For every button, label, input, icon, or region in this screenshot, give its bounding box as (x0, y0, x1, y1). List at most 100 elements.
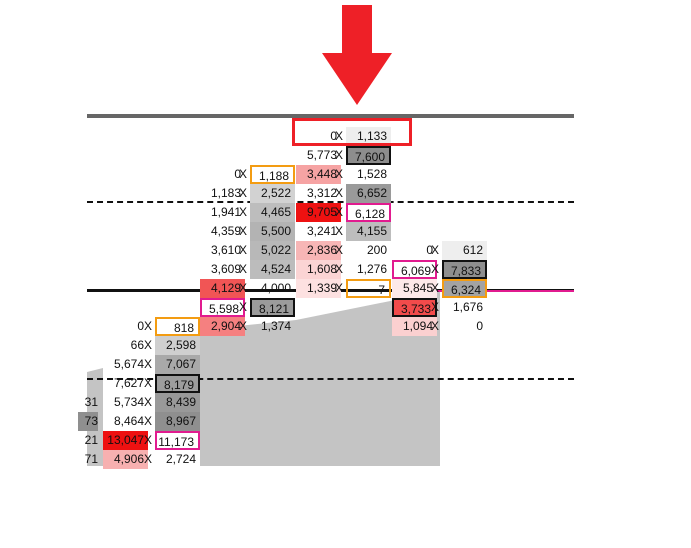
separator-x: X (334, 205, 343, 219)
partial-left-cell: 31 (84, 395, 98, 409)
separator-x: X (143, 414, 152, 428)
bid-cell: 5,773 (306, 148, 337, 162)
bid-cell: 5,674 (113, 357, 144, 371)
separator-x: X (238, 281, 247, 295)
separator-x: X (143, 357, 152, 371)
ask-cell: 8,179 (155, 374, 200, 393)
separator-x: X (238, 300, 247, 314)
ask-cell: 1,276 (356, 262, 387, 276)
ask-cell: 6,128 (346, 203, 391, 222)
separator-x: X (334, 224, 343, 238)
separator-x: X (334, 129, 343, 143)
separator-x: X (430, 300, 439, 314)
separator-x: X (238, 262, 247, 276)
ask-cell: 1,133 (346, 127, 391, 146)
bid-cell: 0 (426, 243, 433, 257)
bid-cell: 5,598 (200, 298, 245, 317)
separator-x: X (334, 262, 343, 276)
ask-cell: 200 (366, 243, 387, 257)
arrow-down-icon (322, 5, 392, 105)
bid-cell: 4,359 (210, 224, 241, 238)
bid-cell: 6,069 (392, 260, 437, 279)
separator-x: X (430, 281, 439, 295)
bid-cell: 13,047 (103, 431, 148, 450)
bid-cell: 3,312 (306, 186, 337, 200)
ask-cell: 5,500 (250, 222, 295, 241)
separator-x: X (430, 243, 439, 257)
ask-cell: 1,528 (356, 167, 387, 181)
separator-x: X (143, 319, 152, 333)
bid-cell: 2,904 (200, 317, 245, 336)
ask-cell: 7,067 (155, 355, 200, 374)
ask-cell: 4,465 (250, 203, 295, 222)
ask-cell: 5,022 (250, 241, 295, 260)
ask-cell: 4,155 (346, 222, 391, 241)
separator-x: X (334, 167, 343, 181)
separator-x: X (238, 205, 247, 219)
ask-cell: 612 (442, 241, 487, 260)
ask-cell: 1,374 (260, 319, 291, 333)
dashed-line-upper (87, 201, 574, 203)
ask-cell: 6,324 (442, 279, 487, 298)
separator-x: X (238, 243, 247, 257)
bid-cell: 1,183 (210, 186, 241, 200)
bid-cell: 66 (130, 338, 144, 352)
bid-cell: 4,906 (103, 450, 148, 469)
ask-cell: 0 (476, 319, 483, 333)
ask-cell: 11,173 (155, 431, 200, 450)
bid-cell: 3,733 (392, 298, 437, 317)
ask-cell: 7,833 (442, 260, 487, 279)
ask-cell: 2,724 (165, 452, 196, 466)
ask-cell: 7 (346, 279, 391, 298)
partial-left-cell: 73 (78, 412, 98, 431)
separator-x: X (143, 376, 152, 390)
bid-cell: 4,129 (200, 279, 245, 298)
bid-cell: 9,705 (296, 203, 341, 222)
bid-cell: 5,734 (113, 395, 144, 409)
bid-cell: 0 (234, 167, 241, 181)
ask-cell: 2,522 (250, 184, 295, 203)
ask-cell: 2,598 (155, 336, 200, 355)
partial-left-cell: 71 (84, 452, 98, 466)
separator-x: X (143, 452, 152, 466)
ask-cell: 1,676 (452, 300, 483, 314)
ask-cell: 8,439 (155, 393, 200, 412)
bid-cell: 1,094 (392, 317, 437, 336)
ask-cell: 818 (155, 317, 200, 336)
bid-cell: 3,609 (210, 262, 241, 276)
partial-left-cell: 21 (84, 433, 98, 447)
price-top-line (87, 114, 574, 118)
separator-x: X (334, 148, 343, 162)
separator-x: X (334, 243, 343, 257)
bid-cell: 2,836 (296, 241, 341, 260)
separator-x: X (334, 281, 343, 295)
highlight-box-red (292, 118, 412, 146)
separator-x: X (143, 433, 152, 447)
separator-x: X (143, 395, 152, 409)
ask-cell: 7,600 (346, 146, 391, 165)
bid-cell: 1,941 (210, 205, 241, 219)
separator-x: X (430, 262, 439, 276)
separator-x: X (334, 186, 343, 200)
bid-cell: 3,610 (210, 243, 241, 257)
bid-cell: 1,608 (296, 260, 341, 279)
ask-cell: 8,967 (155, 412, 200, 431)
ask-cell: 6,652 (346, 184, 391, 203)
separator-x: X (238, 224, 247, 238)
bid-cell: 8,464 (113, 414, 144, 428)
bid-cell: 0 (330, 129, 337, 143)
separator-x: X (238, 167, 247, 181)
bid-cell: 7,627 (113, 376, 144, 390)
separator-x: X (238, 186, 247, 200)
bid-cell: 5,845 (392, 279, 437, 298)
bid-cell: 1,339 (296, 279, 341, 298)
ask-cell: 4,000 (260, 281, 291, 295)
ask-cell: 4,524 (250, 260, 295, 279)
ask-cell: 1,188 (250, 165, 295, 184)
bid-cell: 0 (137, 319, 144, 333)
separator-x: X (430, 319, 439, 333)
ask-cell: 8,121 (250, 298, 295, 317)
bid-cell: 3,241 (306, 224, 337, 238)
bid-cell: 3,448 (296, 165, 341, 184)
